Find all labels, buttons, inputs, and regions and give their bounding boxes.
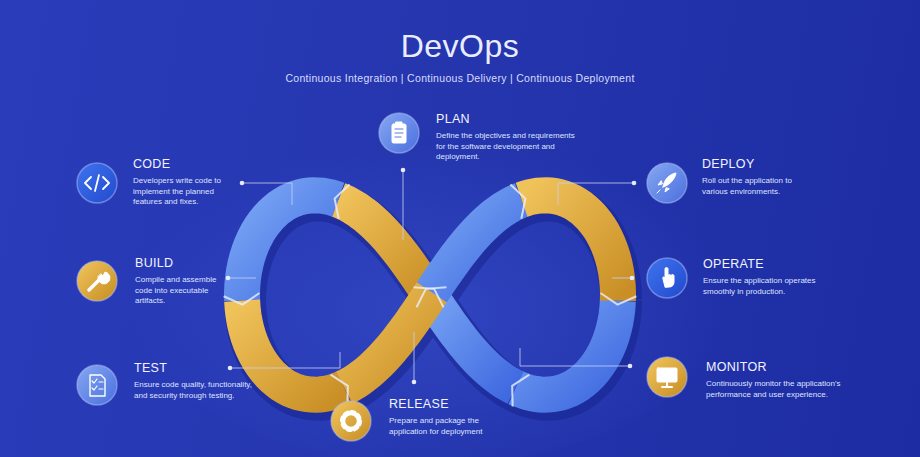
loop-notch: [600, 293, 637, 306]
loop-segment: [344, 292, 432, 388]
build-icon: [76, 260, 118, 302]
stage-text: TEST Ensure code quality, functionality, …: [134, 361, 260, 401]
stage-text: CODE Developers write code to implement t…: [133, 157, 233, 208]
leader-dot: [240, 181, 245, 186]
subtitle: Continuous Integration | Continuous Deli…: [0, 72, 920, 84]
stage-text: MONITOR Continuously monitor the applicat…: [706, 360, 846, 400]
code-icon: [76, 162, 118, 204]
leader-line: [403, 170, 404, 240]
leader-line: [230, 352, 340, 368]
loop-shadow: [245, 200, 621, 399]
operate-icon: [646, 257, 688, 299]
stage-heading: DEPLOY: [702, 157, 802, 172]
stage-description: Prepare and package the application for …: [389, 416, 494, 437]
leader-dot: [630, 276, 635, 281]
stage-heading: TEST: [134, 361, 260, 376]
loop-notch: [414, 279, 449, 307]
leader-line: [242, 183, 292, 205]
leader-line: [228, 278, 256, 279]
loop-segment: [432, 200, 522, 292]
stage-description: Ensure the application operates smoothly…: [703, 276, 819, 297]
stage-heading: BUILD: [135, 256, 230, 271]
stage-node: CODE Developers write code to implement t…: [76, 157, 233, 208]
stage-heading: OPERATE: [703, 257, 819, 272]
stage-text: DEPLOY Roll out the application to variou…: [702, 157, 802, 197]
leader-dot: [226, 276, 231, 281]
loop-notch: [224, 293, 261, 306]
stage-heading: PLAN: [436, 112, 586, 127]
stage-description: Roll out the application to various envi…: [702, 176, 802, 197]
leader-dot: [401, 168, 406, 173]
release-icon: [330, 400, 372, 442]
loop-segment: [242, 301, 344, 395]
loop-notch: [329, 181, 349, 218]
leader-dot: [632, 181, 637, 186]
loop-segment: [522, 195, 618, 300]
stage-node: RELEASE Prepare and package the applicati…: [330, 397, 494, 442]
leader-line: [520, 348, 630, 366]
leader-dot: [628, 364, 633, 369]
leader-dot: [228, 366, 233, 371]
test-icon: [76, 364, 118, 406]
deploy-icon: [646, 162, 688, 204]
stage-node: OPERATE Ensure the application operates s…: [646, 257, 819, 299]
leader-line: [414, 332, 415, 382]
stage-node: DEPLOY Roll out the application to variou…: [646, 157, 802, 204]
loop-notch: [510, 181, 530, 218]
loop-segment: [242, 195, 338, 300]
loop-segment: [338, 200, 428, 292]
leader-line: [558, 183, 634, 205]
stage-heading: RELEASE: [389, 397, 494, 412]
stage-node: PLAN Define the objectives and requiremen…: [378, 112, 586, 163]
leader-dot: [412, 380, 417, 385]
stage-text: OPERATE Ensure the application operates s…: [703, 257, 819, 297]
loop-notch: [504, 370, 530, 407]
stage-description: Define the objectives and requirements f…: [436, 131, 586, 163]
plan-icon: [378, 112, 420, 154]
stage-heading: CODE: [133, 157, 233, 172]
leader-line: [612, 278, 632, 279]
stage-text: RELEASE Prepare and package the applicati…: [389, 397, 494, 437]
monitor-icon: [646, 356, 688, 398]
stage-node: TEST Ensure code quality, functionality, …: [76, 361, 260, 406]
title: DevOps: [0, 28, 920, 65]
stage-description: Continuously monitor the application's p…: [706, 379, 846, 400]
stage-node: BUILD Compile and assemble code into exec…: [76, 256, 230, 307]
stage-description: Compile and assemble code into executabl…: [135, 275, 230, 307]
stage-node: MONITOR Continuously monitor the applicat…: [646, 356, 846, 400]
stage-heading: MONITOR: [706, 360, 846, 375]
stage-description: Ensure code quality, functionality, and …: [134, 380, 260, 401]
stage-description: Developers write code to implement the p…: [133, 176, 233, 208]
stage-text: BUILD Compile and assemble code into exec…: [135, 256, 230, 307]
loop-segment: [516, 301, 618, 395]
stage-text: PLAN Define the objectives and requiremen…: [436, 112, 586, 163]
